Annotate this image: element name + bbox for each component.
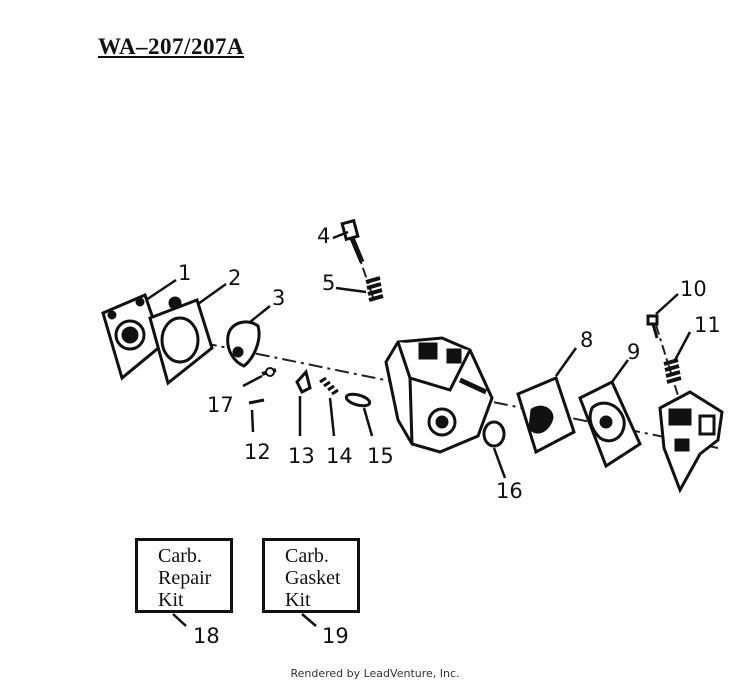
part-1-pump-cover xyxy=(101,292,164,381)
footer-credit: Rendered by LeadVenture, Inc. xyxy=(290,667,460,680)
diagram-title: WA–207/207A xyxy=(98,34,245,59)
part-14-spring xyxy=(319,376,339,396)
metering-cover xyxy=(658,390,724,494)
callout-18: 18 xyxy=(193,624,220,648)
kit-line: Kit xyxy=(285,589,311,611)
callout-9: 9 xyxy=(627,340,641,364)
callout-15: 15 xyxy=(367,444,394,468)
part-12-line xyxy=(248,398,265,405)
kit-line: Kit xyxy=(158,589,184,611)
part-4-screw xyxy=(340,218,365,263)
part-9-diaphragm xyxy=(578,379,642,469)
callout-12: 12 xyxy=(244,440,271,464)
carburetor-body xyxy=(384,336,494,454)
callout-3: 3 xyxy=(272,286,286,310)
part-3-diaphragm xyxy=(226,320,261,368)
part-16-plug xyxy=(482,420,506,448)
callout-4: 4 xyxy=(317,224,331,248)
kit-line: Gasket xyxy=(285,567,341,589)
part-5-spring xyxy=(365,276,384,302)
callout-8: 8 xyxy=(580,328,594,352)
callout-14: 14 xyxy=(326,444,353,468)
carb-gasket-kit-box: Carb. Gasket Kit xyxy=(262,538,360,613)
callout-5: 5 xyxy=(322,271,336,295)
kit-line: Repair xyxy=(158,567,212,589)
part-2-gasket xyxy=(148,296,214,386)
callout-11: 11 xyxy=(694,313,721,337)
carb-repair-kit-box: Carb. Repair Kit xyxy=(135,538,233,613)
callout-13: 13 xyxy=(288,444,315,468)
part-17-pin-head xyxy=(265,367,275,377)
part-10-screw xyxy=(646,314,659,339)
callout-19: 19 xyxy=(322,624,349,648)
vertical-axis-10-11 xyxy=(655,324,681,403)
callout-10: 10 xyxy=(680,277,707,301)
callout-1: 1 xyxy=(178,261,192,285)
part-8-gasket xyxy=(516,375,576,455)
part-13-needle-lever xyxy=(295,368,312,395)
part-15-needle xyxy=(344,392,372,408)
kit-line: Carb. xyxy=(158,545,202,567)
callout-16: 16 xyxy=(496,479,523,503)
callout-2: 2 xyxy=(228,266,242,290)
part-11-spring xyxy=(663,358,682,384)
kit-line: Carb. xyxy=(285,545,329,567)
callout-17: 17 xyxy=(207,393,234,417)
leader-lines xyxy=(145,230,692,627)
